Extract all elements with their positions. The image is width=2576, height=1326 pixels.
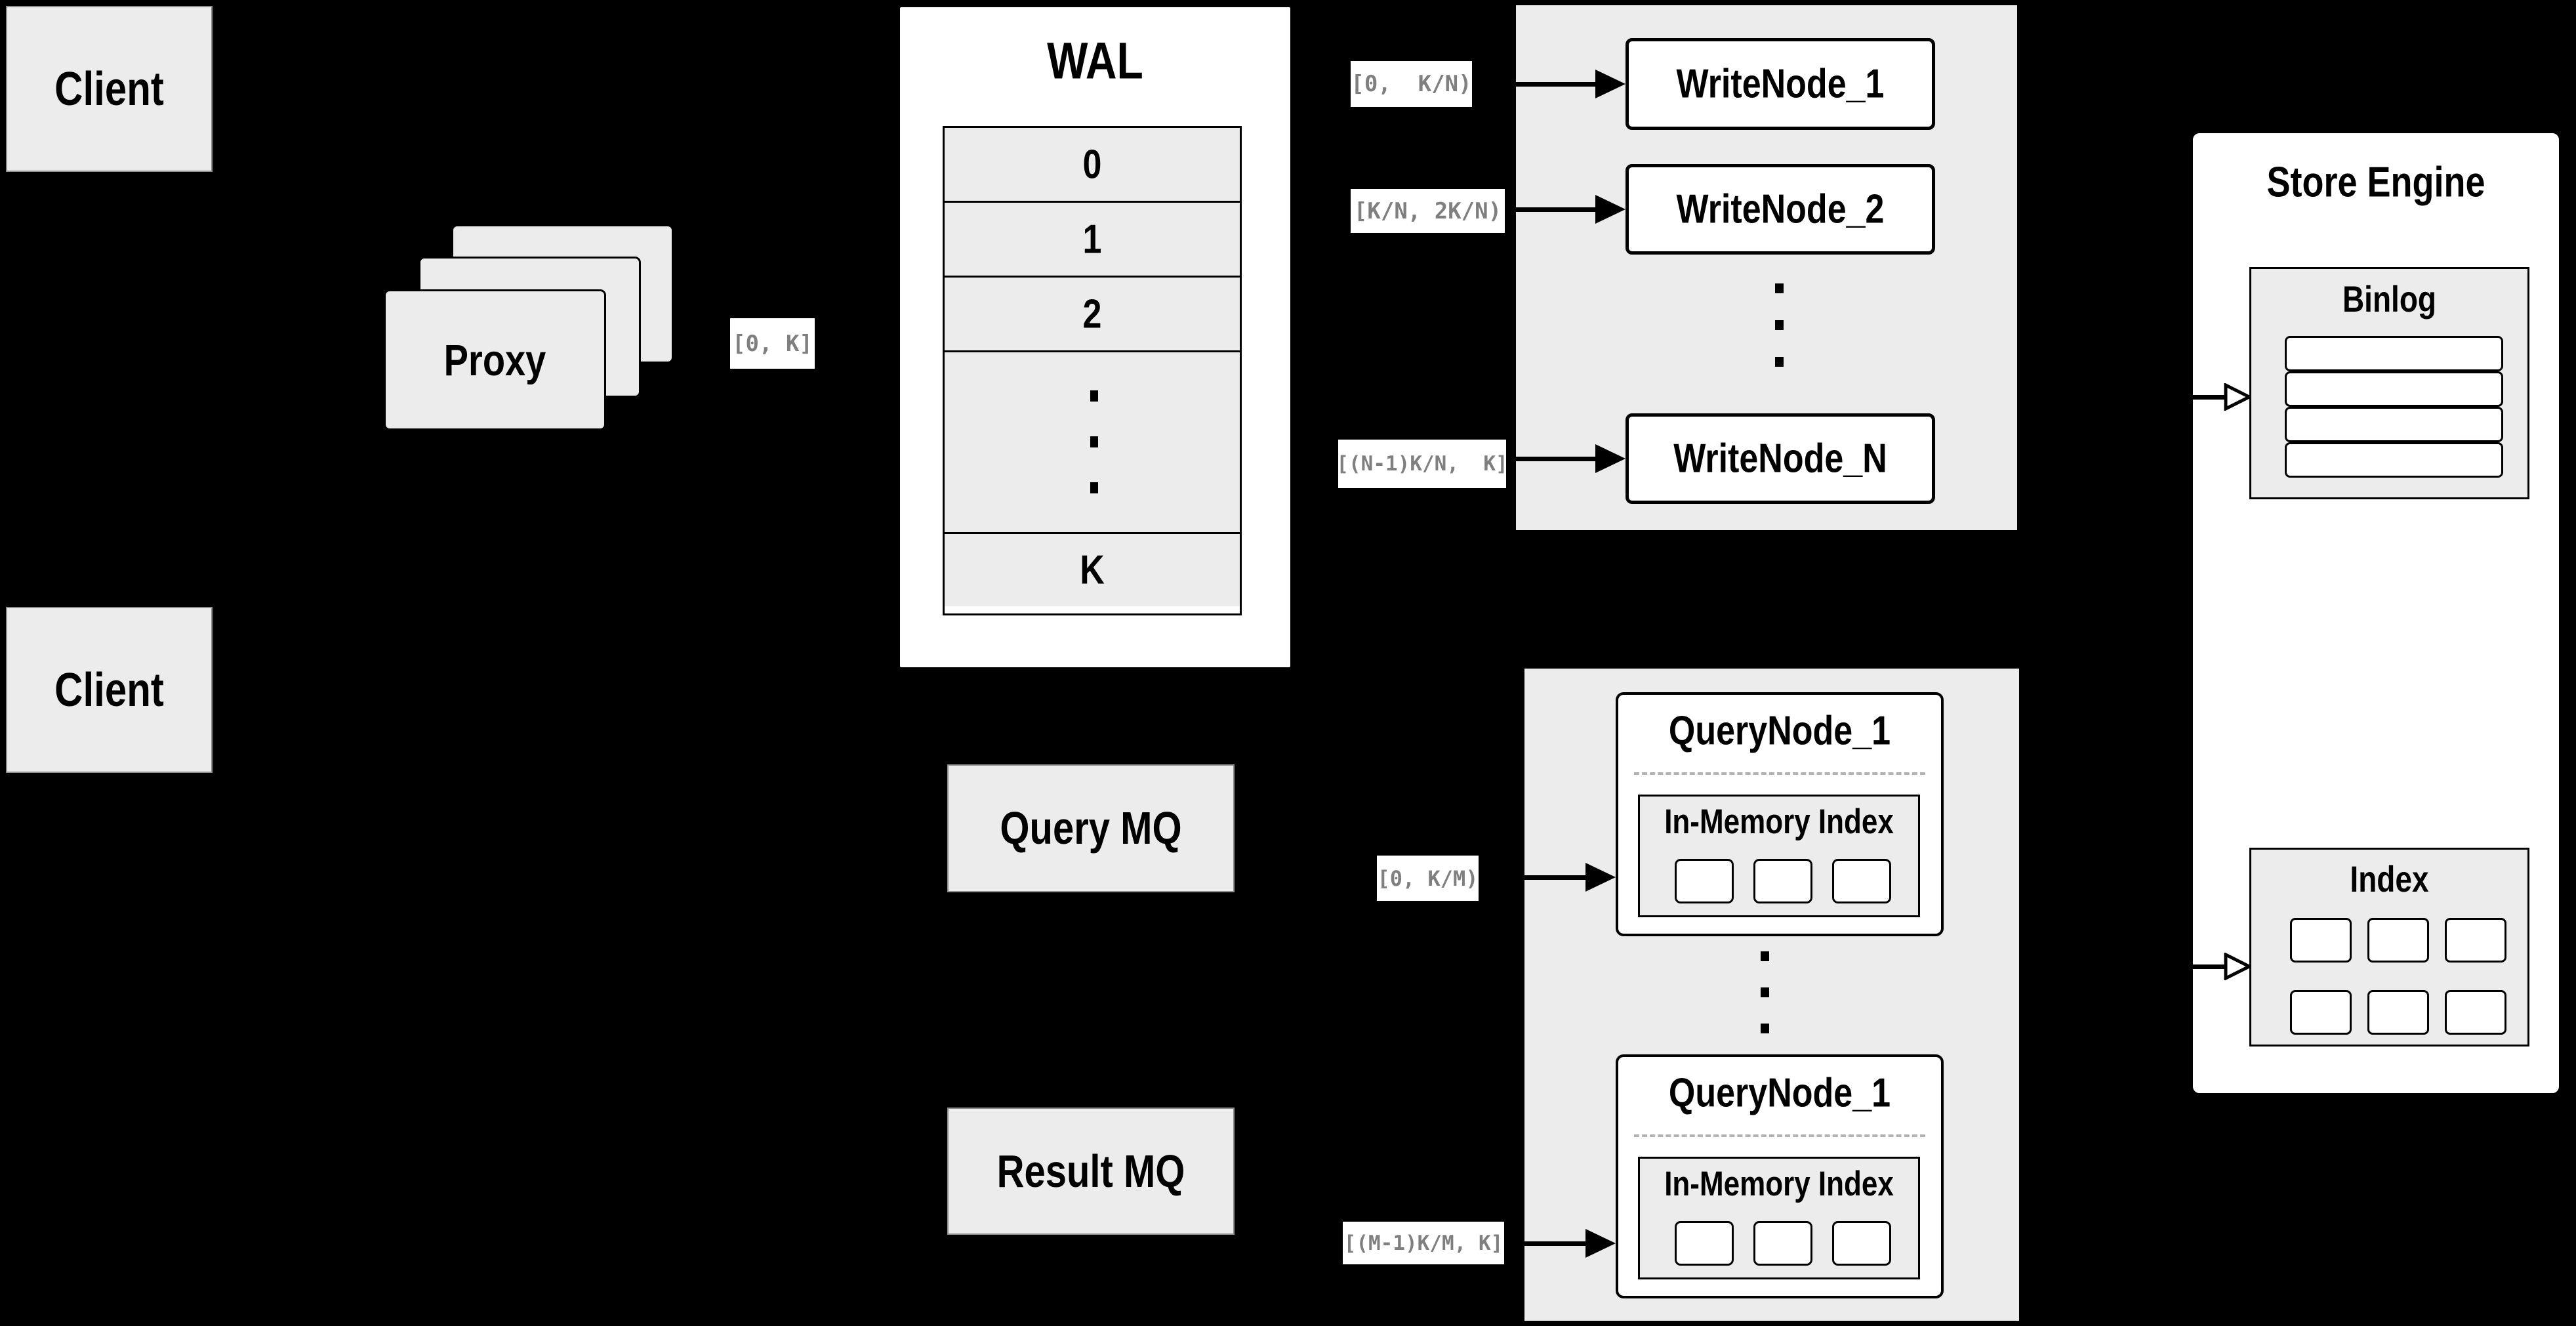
range-chip-write-n: [(N-1)K/N, K] [1336,440,1508,488]
store-engine-title: Store Engine [2266,159,2485,206]
client-box-top: Client [6,6,213,172]
binlog-title-wrap: Binlog [2251,269,2527,329]
client-bottom-label: Client [54,663,164,716]
memory-segment [1675,1221,1734,1266]
client-box-bottom: Client [6,607,213,773]
wal-row-k: K [945,534,1240,606]
vertical-ellipsis-icon [1775,283,1784,293]
wal-row-2-label: 2 [1082,291,1102,337]
wal-title-wrap: WAL [900,31,1290,90]
proxy-card-front: Proxy [384,289,606,430]
hollow-arrow-right-icon [2224,953,2251,980]
wal-row-k-label: K [1080,547,1105,593]
index-cell [2367,990,2429,1035]
wal-row-0: 0 [945,128,1240,203]
range-chip-write-1: [0, K/N) [1351,61,1472,107]
in-memory-index-box-bottom: In-Memory Index [1638,1157,1920,1279]
arrow-shaft [1516,207,1598,212]
vertical-ellipsis-icon [1775,357,1784,367]
range-chip-query-m: [(M-1)K/M, K] [1343,1222,1504,1264]
store-engine-title-wrap: Store Engine [2193,133,2559,232]
binlog-row [2285,336,2503,371]
wal-row-0-label: 0 [1082,141,1102,188]
in-memory-index-title-bottom: In-Memory Index [1664,1165,1894,1203]
range-chip-0-k: [0, K] [730,318,815,369]
wal-ellipsis-cell [945,352,1240,534]
wal-log-table: 0 1 2 K [943,126,1242,615]
binlog-box: Binlog [2249,267,2529,499]
write-node-n: WriteNode_N [1625,413,1935,504]
hollow-arrow-right-icon [2224,383,2251,411]
memory-segment [1832,1221,1891,1266]
write-node-1: WriteNode_1 [1625,38,1935,130]
in-memory-title-wrap: In-Memory Index [1640,797,1918,848]
arrow-right-icon [1585,1229,1616,1258]
arrow-right-icon [1595,444,1625,473]
query-mq-label: Query MQ [1000,802,1182,854]
query-node-top-title: QueryNode_1 [1668,708,1891,754]
wal-row-1-label: 1 [1082,216,1102,262]
vertical-ellipsis-icon [1761,951,1769,961]
query-node-bottom-title-wrap: QueryNode_1 [1618,1057,1941,1129]
index-title-wrap: Index [2251,850,2527,909]
query-node-bottom: QueryNode_1 In-Memory Index [1616,1054,1944,1298]
binlog-row [2285,407,2503,442]
query-node-bottom-title: QueryNode_1 [1668,1070,1891,1116]
wal-row-2: 2 [945,278,1240,352]
vertical-ellipsis-icon [1090,482,1098,493]
client-top-label: Client [54,62,164,115]
index-title: Index [2350,858,2429,900]
index-box: Index [2249,848,2529,1046]
wal-title: WAL [1047,31,1143,90]
binlog-row [2285,442,2503,478]
memory-segment [1675,859,1734,903]
memory-segment [1753,1221,1812,1266]
index-cell [2290,918,2352,963]
binlog-row [2285,371,2503,407]
arrow-shaft [1524,1241,1588,1246]
index-cell [2290,990,2352,1035]
vertical-ellipsis-icon [1775,320,1784,330]
memory-segment [1753,859,1812,903]
in-memory-index-title: In-Memory Index [1664,802,1894,841]
write-node-2-label: WriteNode_2 [1676,186,1885,232]
vertical-ellipsis-icon [1761,1024,1769,1033]
arrow-shaft [1524,875,1588,880]
vertical-ellipsis-icon [1090,436,1098,447]
write-node-1-label: WriteNode_1 [1676,61,1885,107]
write-node-n-label: WriteNode_N [1673,436,1887,482]
query-mq-box: Query MQ [947,764,1235,892]
wal-row-1: 1 [945,203,1240,278]
arrow-shaft [2192,395,2228,400]
write-node-2: WriteNode_2 [1625,164,1935,255]
in-memory-index-box: In-Memory Index [1638,795,1920,917]
arrow-shaft [2192,964,2228,969]
arrow-shaft [1516,457,1598,461]
in-memory-title-wrap: In-Memory Index [1640,1159,1918,1210]
index-cell [2367,918,2429,963]
dashed-divider [1634,772,1925,775]
range-chip-write-2: [K/N, 2K/N) [1351,189,1505,233]
vertical-ellipsis-icon [1761,987,1769,997]
vertical-ellipsis-icon [1090,390,1098,402]
query-node-top-title-wrap: QueryNode_1 [1618,695,1941,767]
binlog-title: Binlog [2342,278,2437,320]
proxy-label: Proxy [443,335,546,385]
result-mq-label: Result MQ [996,1146,1185,1197]
result-mq-box: Result MQ [947,1108,1235,1235]
arrow-right-icon [1585,863,1616,892]
index-cell [2445,918,2506,963]
range-chip-query-1: [0, K/M) [1377,856,1479,901]
arrow-shaft [1516,82,1598,87]
dashed-divider [1634,1134,1925,1137]
query-node-top: QueryNode_1 In-Memory Index [1616,692,1944,936]
memory-segment [1832,859,1891,903]
arrow-right-icon [1595,195,1625,224]
index-cell [2445,990,2506,1035]
arrow-right-icon [1595,70,1625,98]
